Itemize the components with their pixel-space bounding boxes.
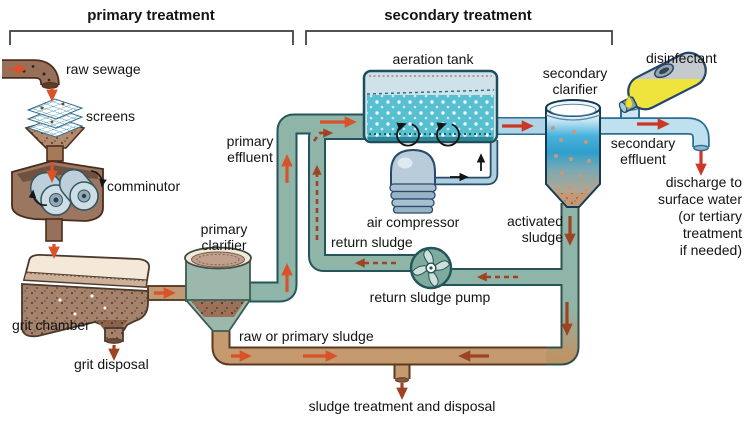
label-discharge: discharge to surface water (or tertiary … — [657, 174, 742, 258]
pipe-raw-sludge — [211, 326, 552, 383]
label-secondary-clarifier: secondary clarifier — [542, 65, 608, 97]
circulation-arrow-icon — [436, 122, 460, 147]
rotation-arrow-icon — [28, 189, 48, 206]
label-sludge-treatment: sludge treatment and disposal — [308, 398, 496, 414]
bracket-secondary-treatment — [305, 30, 613, 45]
bracket-primary-treatment — [9, 30, 294, 45]
label-air-compressor: air compressor — [366, 214, 460, 230]
label-comminutor: comminutor — [107, 178, 181, 194]
label-return-sludge: return sludge — [331, 234, 413, 250]
primary-clarifier — [184, 246, 252, 332]
label-secondary-effluent: secondary effluent — [610, 135, 676, 167]
label-return-sludge-pump: return sludge pump — [369, 289, 491, 305]
flow-arrows — [9, 63, 707, 400]
air-compressor — [389, 148, 437, 214]
label-activated-sludge: activated sludge — [506, 213, 563, 245]
header-secondary-treatment: secondary treatment — [384, 7, 532, 24]
label-grit-chamber: grit chamber — [12, 317, 90, 333]
label-aeration-tank: aeration tank — [392, 51, 474, 67]
comminutor — [11, 160, 107, 242]
label-raw-sewage: raw sewage — [66, 61, 141, 77]
grit-chamber — [21, 253, 150, 344]
secondary-clarifier — [545, 99, 601, 208]
label-screens: screens — [86, 108, 136, 124]
screens — [26, 98, 84, 138]
air-pipe — [435, 140, 499, 186]
aeration-tank — [362, 69, 499, 147]
header-primary-treatment: primary treatment — [87, 7, 215, 24]
label-primary-clarifier: primary clarifier — [200, 221, 248, 253]
liquid-drop-icon — [625, 95, 633, 109]
label-raw-or-primary-sludge: raw or primary sludge — [239, 328, 374, 344]
pipe-secondary-effluent — [596, 117, 710, 152]
circulation-arrow-icon — [396, 122, 420, 147]
label-primary-effluent: primary effluent — [226, 133, 274, 165]
rotation-arrow-icon — [90, 170, 107, 188]
return-sludge-pump — [409, 246, 453, 290]
label-grit-disposal: grit disposal — [74, 356, 149, 372]
raw-sewage-pipe — [2, 59, 60, 89]
label-disinfectant: disinfectant — [646, 50, 717, 66]
